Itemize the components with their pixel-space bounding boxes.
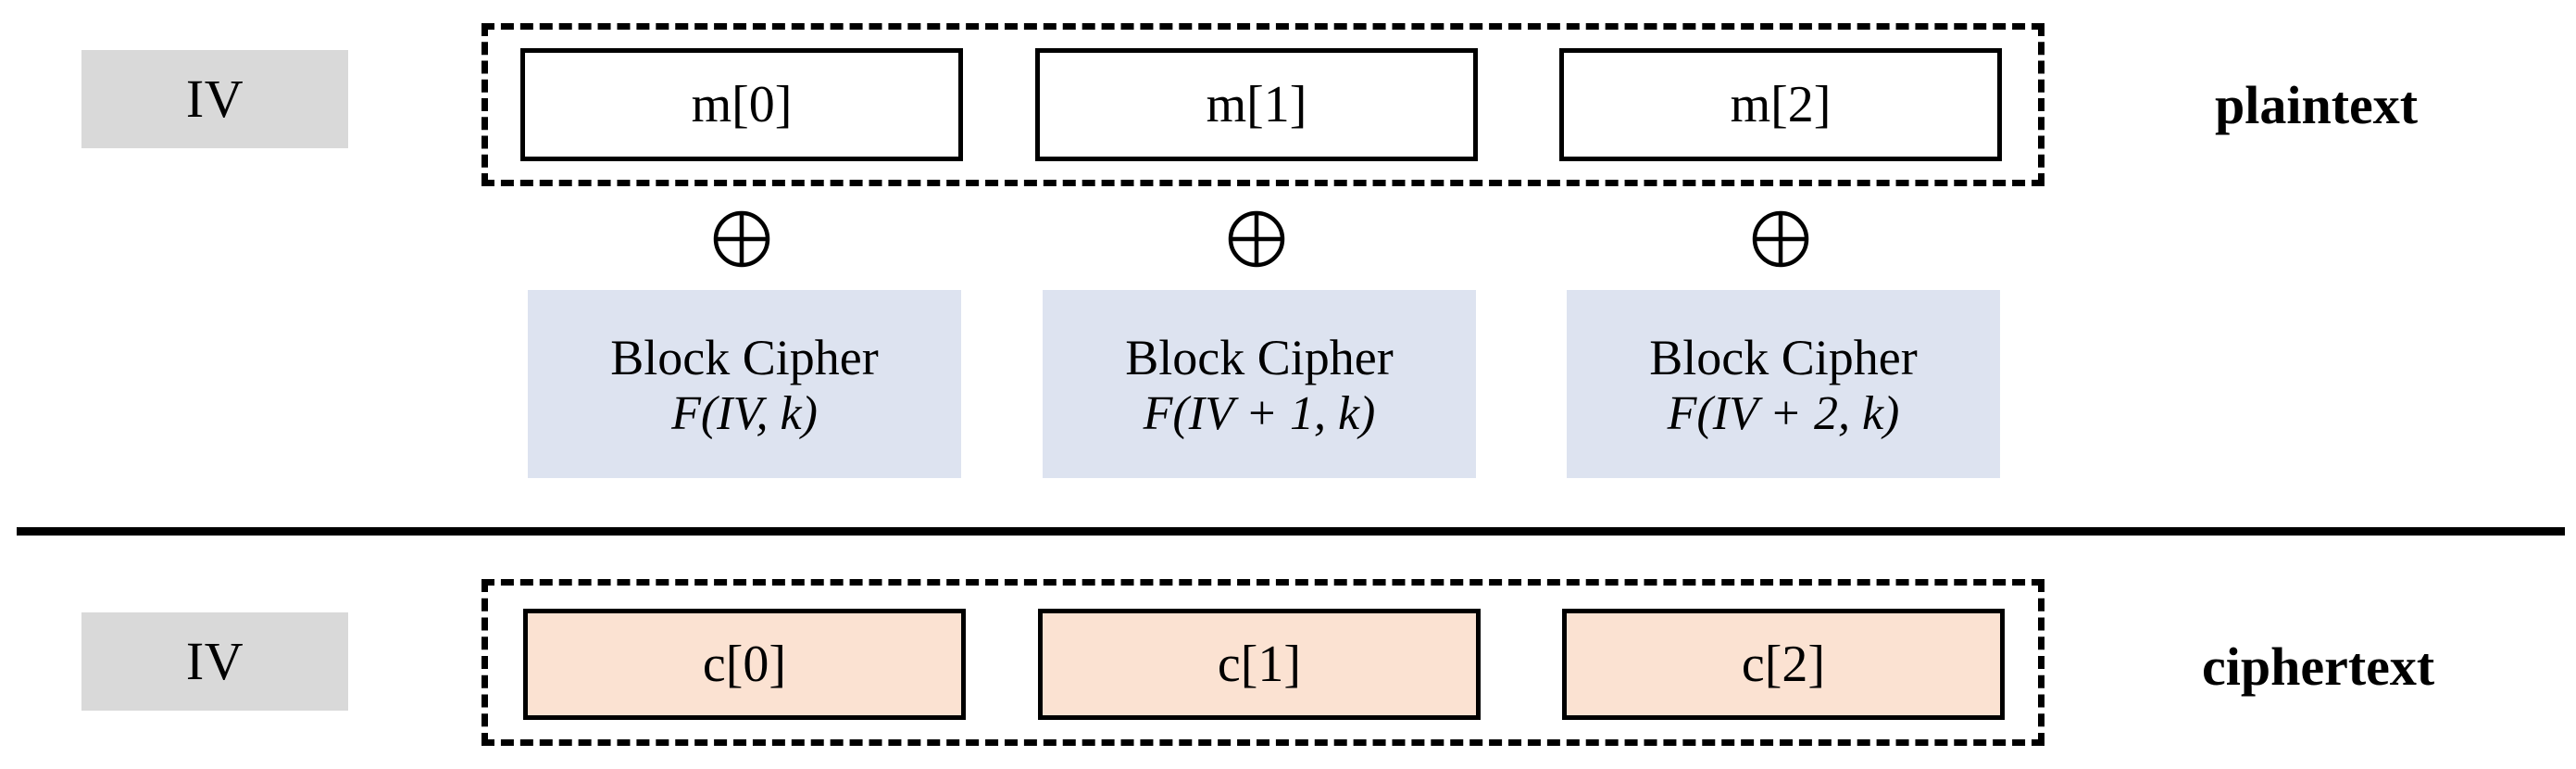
xor-circled-plus-icon bbox=[711, 208, 772, 270]
ciphertext-block-1: c[1] bbox=[1038, 609, 1481, 720]
ciphertext-side-label: ciphertext bbox=[2202, 635, 2572, 700]
ciphertext-block-0-label: c[0] bbox=[702, 636, 787, 693]
plaintext-block-0-label: m[0] bbox=[691, 76, 793, 133]
plaintext-block-0: m[0] bbox=[520, 48, 963, 161]
ciphertext-block-1-label: c[1] bbox=[1217, 636, 1302, 693]
ciphertext-block-0: c[0] bbox=[523, 609, 966, 720]
ciphertext-block-2: c[2] bbox=[1562, 609, 2005, 720]
ciphertext-group-outline bbox=[481, 579, 2045, 746]
block-cipher-title-1: Block Cipher bbox=[1125, 330, 1394, 386]
block-cipher-box-0: Block Cipher F(IV, k) bbox=[528, 290, 961, 478]
xor-circled-plus-icon bbox=[1226, 208, 1287, 270]
block-cipher-title-2: Block Cipher bbox=[1649, 330, 1918, 386]
plaintext-block-2-label: m[2] bbox=[1730, 76, 1832, 133]
block-cipher-formula-2: F(IV + 2, k) bbox=[1668, 387, 1900, 441]
plaintext-side-label: plaintext bbox=[2215, 73, 2567, 138]
block-cipher-formula-0: F(IV, k) bbox=[671, 387, 818, 441]
plaintext-block-1-label: m[1] bbox=[1206, 76, 1307, 133]
plaintext-iv-label: IV bbox=[185, 69, 244, 129]
ciphertext-iv-label: IV bbox=[185, 631, 244, 691]
block-cipher-box-2: Block Cipher F(IV + 2, k) bbox=[1567, 290, 2000, 478]
plaintext-side-label-text: plaintext bbox=[2215, 75, 2419, 135]
xor-circled-plus-icon bbox=[1750, 208, 1811, 270]
block-cipher-formula-0-text: F(IV, k) bbox=[671, 386, 818, 440]
block-cipher-formula-2-text: F(IV + 2, k) bbox=[1667, 386, 1900, 440]
block-cipher-formula-1-text: F(IV + 1, k) bbox=[1143, 386, 1376, 440]
plaintext-iv-box: IV bbox=[81, 50, 348, 148]
plaintext-group-outline bbox=[481, 23, 2045, 186]
block-cipher-title-0: Block Cipher bbox=[610, 330, 879, 386]
plaintext-block-2: m[2] bbox=[1559, 48, 2002, 161]
block-cipher-formula-1: F(IV + 1, k) bbox=[1144, 387, 1376, 441]
ciphertext-iv-box: IV bbox=[81, 612, 348, 711]
plaintext-block-1: m[1] bbox=[1035, 48, 1478, 161]
block-cipher-box-1: Block Cipher F(IV + 1, k) bbox=[1043, 290, 1476, 478]
ciphertext-side-label-text: ciphertext bbox=[2202, 637, 2435, 697]
ciphertext-block-2-label: c[2] bbox=[1741, 636, 1826, 693]
section-divider bbox=[17, 527, 2565, 536]
